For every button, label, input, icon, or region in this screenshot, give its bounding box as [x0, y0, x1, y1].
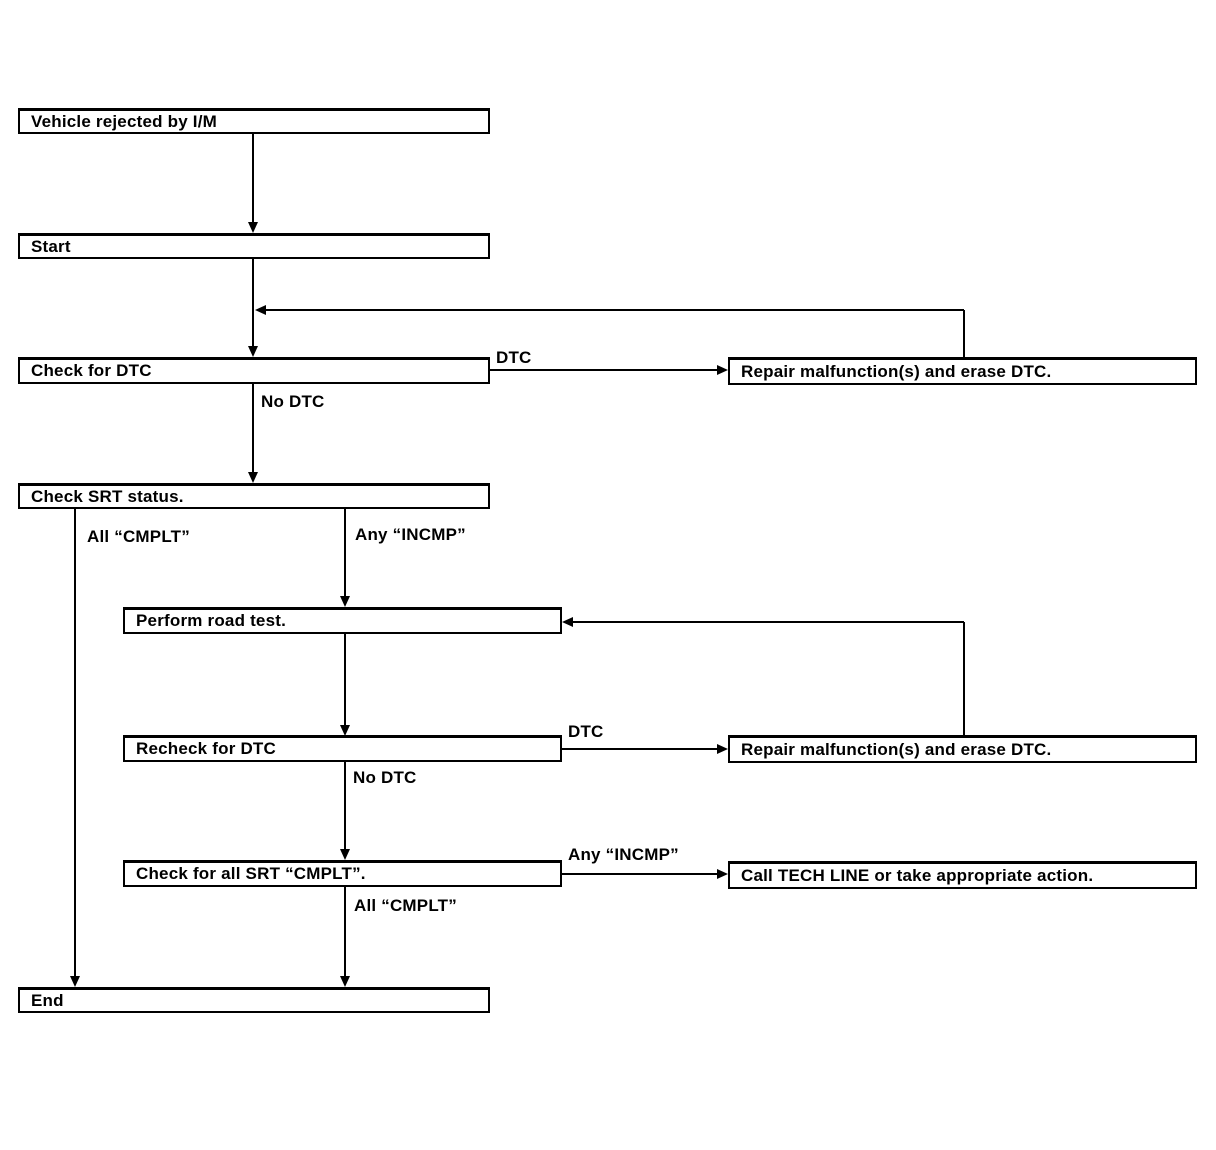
node-vehicle-rejected: Vehicle rejected by I/M	[18, 108, 490, 134]
arrowhead-into-end-left	[70, 976, 80, 987]
connector-allcmplt-to-end-mid	[344, 887, 346, 977]
node-check-srt-status: Check SRT status.	[18, 483, 490, 509]
node-start: Start	[18, 233, 490, 259]
node-check-all-srt-cmplt: Check for all SRT “CMPLT”.	[123, 860, 562, 887]
connector-repair2-riser	[963, 622, 965, 735]
edge-label-all-cmplt-left: All “CMPLT”	[87, 527, 190, 546]
connector-repair2-feedback	[573, 621, 964, 623]
arrowhead-into-repair1	[717, 365, 728, 375]
connector-anyincmp-to-roadtest	[344, 509, 346, 598]
connector-dtc-to-repair2	[562, 748, 718, 750]
connector-dtc-to-repair1	[490, 369, 718, 371]
node-call-tech-line: Call TECH LINE or take appropriate actio…	[728, 861, 1197, 889]
node-perform-road-test: Perform road test.	[123, 607, 562, 634]
connector-allcmplt-to-end	[74, 509, 76, 977]
arrowhead-into-checkdtc	[248, 346, 258, 357]
edge-label-no-dtc-2: No DTC	[353, 768, 417, 787]
connector-nodtc-to-checkallsrt	[344, 762, 346, 850]
arrowhead-into-checksrt	[248, 472, 258, 483]
connector-vehicle-to-start	[252, 134, 254, 223]
connector-nodtc-to-checksrt	[252, 384, 254, 473]
edge-label-dtc-1: DTC	[496, 348, 532, 367]
connector-repair1-riser	[963, 310, 965, 357]
edge-label-dtc-2: DTC	[568, 722, 604, 741]
arrowhead-into-checkallsrt	[340, 849, 350, 860]
node-repair-erase-dtc-2: Repair malfunction(s) and erase DTC.	[728, 735, 1197, 763]
connector-roadtest-to-recheck	[344, 634, 346, 726]
edge-label-any-incmp-1: Any “INCMP”	[355, 525, 466, 544]
arrowhead-feedback1	[255, 305, 266, 315]
node-end: End	[18, 987, 490, 1013]
node-repair-erase-dtc-1: Repair malfunction(s) and erase DTC.	[728, 357, 1197, 385]
connector-repair1-feedback	[266, 309, 964, 311]
arrowhead-into-start	[248, 222, 258, 233]
arrowhead-into-repair2	[717, 744, 728, 754]
arrowhead-into-end-mid	[340, 976, 350, 987]
edge-label-any-incmp-2: Any “INCMP”	[568, 845, 679, 864]
connector-anyincmp-to-calltech	[562, 873, 718, 875]
arrowhead-into-calltech	[717, 869, 728, 879]
connector-start-to-checkdtc	[252, 259, 254, 347]
edge-label-all-cmplt-2: All “CMPLT”	[354, 896, 457, 915]
arrowhead-into-recheck	[340, 725, 350, 736]
edge-label-no-dtc-1: No DTC	[261, 392, 325, 411]
arrowhead-feedback2-into-roadtest	[562, 617, 573, 627]
arrowhead-into-roadtest	[340, 596, 350, 607]
node-recheck-for-dtc: Recheck for DTC	[123, 735, 562, 762]
node-check-for-dtc: Check for DTC	[18, 357, 490, 384]
